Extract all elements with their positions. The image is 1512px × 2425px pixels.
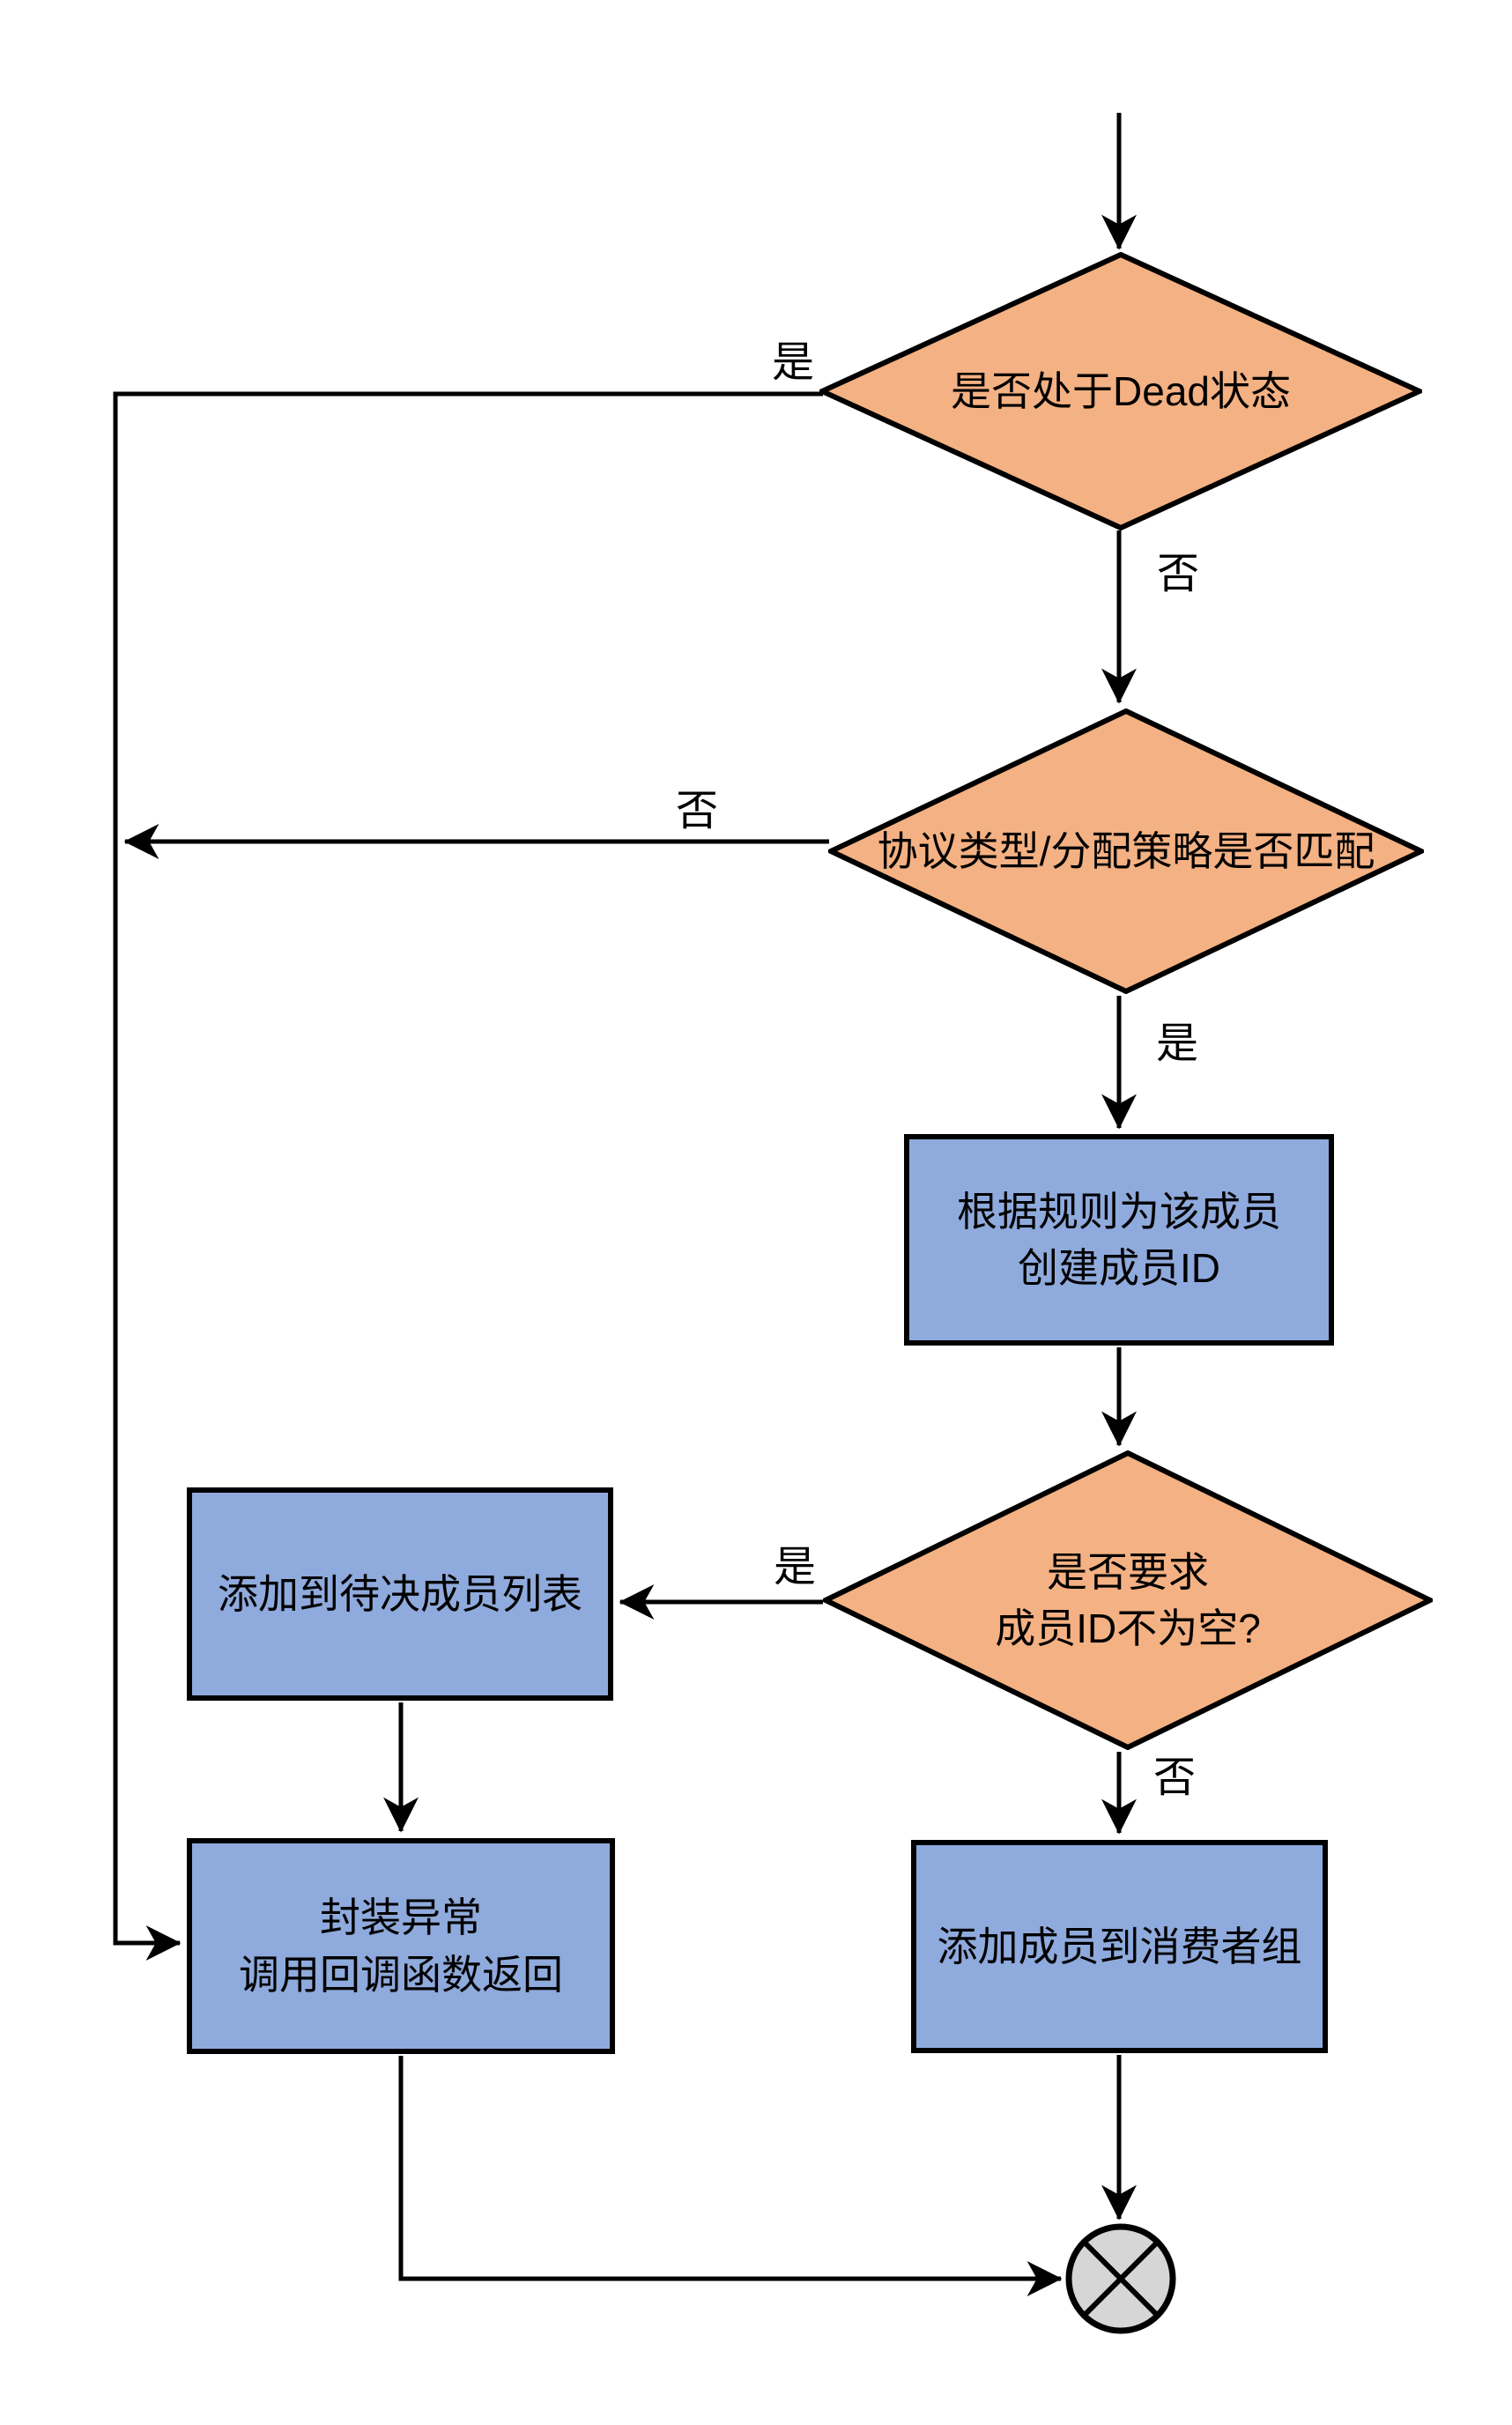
process-create-member-id-label: 根据规则为该成员 创建成员ID bbox=[957, 1188, 1281, 1291]
decision-dead-state-label: 是否处于Dead状态 bbox=[951, 367, 1291, 414]
edge-d1-yes-to-exception bbox=[113, 391, 823, 1961]
edge-label-d3-yes: 是 bbox=[773, 1544, 817, 1591]
process-wrap-exception-label: 封装异常 调用回调函数返回 bbox=[239, 1895, 563, 1998]
edge-label-d1-yes: 是 bbox=[771, 339, 815, 386]
process-add-member-group-label: 添加成员到消费者组 bbox=[937, 1923, 1302, 1969]
process-add-pending-list-label: 添加到待决成员列表 bbox=[218, 1570, 582, 1617]
edge-exception-to-end bbox=[398, 2056, 1063, 2296]
edge-label-d2-no: 否 bbox=[675, 788, 719, 834]
diamond-shape bbox=[828, 708, 1424, 994]
decision-member-id-required: 是否要求 成员ID不为空? bbox=[823, 1450, 1433, 1750]
end-node bbox=[1063, 2221, 1179, 2337]
edge-label-d2-yes: 是 bbox=[1155, 1020, 1199, 1067]
decision-dead-state: 是否处于Dead状态 bbox=[819, 252, 1422, 530]
process-add-pending-list: 添加到待决成员列表 bbox=[187, 1487, 613, 1701]
diamond-shape bbox=[823, 1450, 1433, 1750]
edge-label-d3-no: 否 bbox=[1153, 1754, 1197, 1801]
decision-member-id-required-label: 是否要求 成员ID不为空? bbox=[995, 1548, 1261, 1651]
diamond-shape bbox=[819, 252, 1422, 530]
circled-x-icon bbox=[1065, 2223, 1176, 2334]
edge-label-d1-no: 否 bbox=[1156, 551, 1200, 597]
decision-protocol-match: 协议类型/分配策略是否匹配 bbox=[828, 708, 1424, 994]
process-add-member-group: 添加成员到消费者组 bbox=[911, 1840, 1328, 2053]
process-create-member-id: 根据规则为该成员 创建成员ID bbox=[904, 1134, 1334, 1346]
decision-protocol-match-label: 协议类型/分配策略是否匹配 bbox=[877, 827, 1375, 874]
process-wrap-exception: 封装异常 调用回调函数返回 bbox=[187, 1838, 615, 2054]
